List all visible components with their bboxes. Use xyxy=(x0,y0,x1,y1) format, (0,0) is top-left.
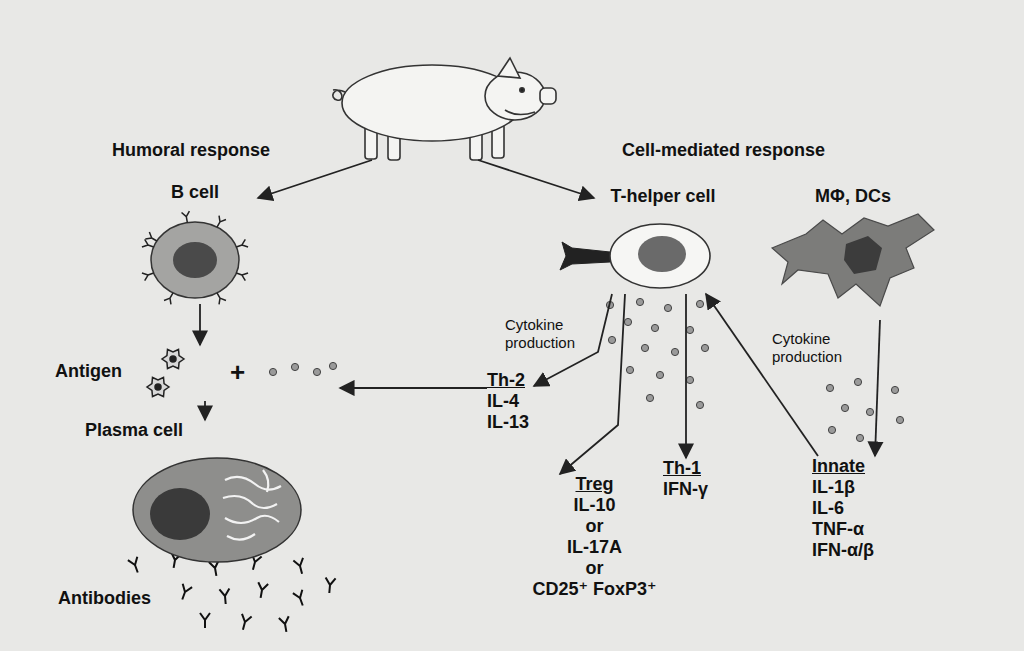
cell-heading: Antigen xyxy=(55,361,340,382)
cytokine-dot xyxy=(686,326,693,333)
cytokine-name: or xyxy=(530,558,659,579)
pig-illustration xyxy=(333,58,556,160)
cell-heading: Th-1 xyxy=(663,458,712,479)
cytokine-name: IL-1β xyxy=(812,477,879,498)
cytokine-name: IFN-γ xyxy=(663,479,712,500)
cytokine-group: Th-2IL-4IL-13 xyxy=(487,370,534,435)
cytokine-dot xyxy=(641,344,648,351)
section-label: + xyxy=(230,362,245,383)
cytokine-name: IL-4 xyxy=(487,391,534,412)
antibody-symbol xyxy=(293,590,308,608)
section-label: Humoral response xyxy=(112,140,270,161)
cell-figure: B cell xyxy=(140,182,250,304)
pig-to-cellular-arrow xyxy=(478,160,594,198)
antibody-symbol xyxy=(256,582,268,599)
cell-figure: Plasma cell xyxy=(85,420,315,565)
cytokine-dot xyxy=(671,348,678,355)
cytokine-dot xyxy=(841,404,848,411)
plasma-drawing xyxy=(85,420,315,565)
cytokine-dot xyxy=(826,384,833,391)
antibody-symbol xyxy=(200,613,210,628)
cytokine-name: IL-17A xyxy=(530,537,659,558)
antibody-symbol xyxy=(178,584,193,602)
cytokine-name: IL-13 xyxy=(487,412,534,433)
antibody-symbols xyxy=(128,552,336,633)
antibody-symbol xyxy=(219,589,230,605)
cytokine-group: InnateIL-1βIL-6TNF-αIFN-α/β xyxy=(812,456,879,563)
cytokine-dot xyxy=(624,318,631,325)
cytokine-dot xyxy=(664,304,671,311)
cell-heading: B cell xyxy=(140,182,250,203)
cytokine-name: or xyxy=(530,516,659,537)
flow-arrow xyxy=(340,387,487,389)
cytokine-dot xyxy=(656,371,663,378)
cytokine-dot xyxy=(828,426,835,433)
cell-heading: Plasma cell xyxy=(85,420,315,441)
cytokine-dot xyxy=(686,376,693,383)
antibody-symbol xyxy=(279,616,291,633)
section-label: Antibodies xyxy=(58,588,151,609)
cytokine-name: IFN-α/β xyxy=(812,540,879,561)
flow-arrow xyxy=(706,294,818,456)
cell-heading: MΦ, DCs xyxy=(768,186,938,207)
process-note: Cytokine production xyxy=(505,316,597,352)
antibody-symbol xyxy=(238,614,252,631)
cytokine-dot xyxy=(856,434,863,441)
process-note: Cytokine production xyxy=(772,330,872,366)
cytokine-dot xyxy=(646,394,653,401)
cytokine-dot xyxy=(651,324,658,331)
cytokine-name: IL-10 xyxy=(530,495,659,516)
cytokine-dot xyxy=(626,366,633,373)
cytokine-group: TregIL-10orIL-17AorCD25⁺ FoxP3⁺ xyxy=(530,474,659,602)
flow-arrow xyxy=(685,294,687,458)
cell-heading: Innate xyxy=(812,456,879,477)
cell-figure: MΦ, DCs xyxy=(768,186,938,320)
cytokine-dot xyxy=(854,378,861,385)
cytokine-dot xyxy=(636,298,643,305)
antibody-symbol xyxy=(128,557,143,575)
antibody-symbol xyxy=(324,578,335,594)
section-label: Cell-mediated response xyxy=(622,140,825,161)
cell-figure: Antigen xyxy=(55,345,340,401)
cytokine-dot xyxy=(896,416,903,423)
cytokine-name: TNF-α xyxy=(812,519,879,540)
flow-arrow xyxy=(560,294,625,474)
flow-arrow xyxy=(875,320,880,456)
pig-to-humoral-arrow xyxy=(258,160,372,198)
cell-heading: Treg xyxy=(530,474,659,495)
cytokine-dot xyxy=(866,408,873,415)
cytokine-dot xyxy=(696,300,703,307)
cytokine-name: CD25⁺ FoxP3⁺ xyxy=(530,579,659,600)
cytokine-dot xyxy=(608,336,615,343)
cytokine-group: Th-1IFN-γ xyxy=(663,458,712,502)
cytokine-dots xyxy=(606,298,903,441)
dc-drawing xyxy=(768,186,938,320)
cell-heading: T-helper cell xyxy=(598,186,728,207)
cytokine-dot xyxy=(701,344,708,351)
cell-figure: T-helper cell xyxy=(598,186,728,294)
cytokine-dot xyxy=(696,401,703,408)
antibody-symbol xyxy=(293,558,307,575)
cytokine-name: IL-6 xyxy=(812,498,879,519)
cell-heading: Th-2 xyxy=(487,370,534,391)
cytokine-dot xyxy=(891,386,898,393)
flow-arrow xyxy=(204,401,206,420)
flow-arrow xyxy=(199,304,201,345)
